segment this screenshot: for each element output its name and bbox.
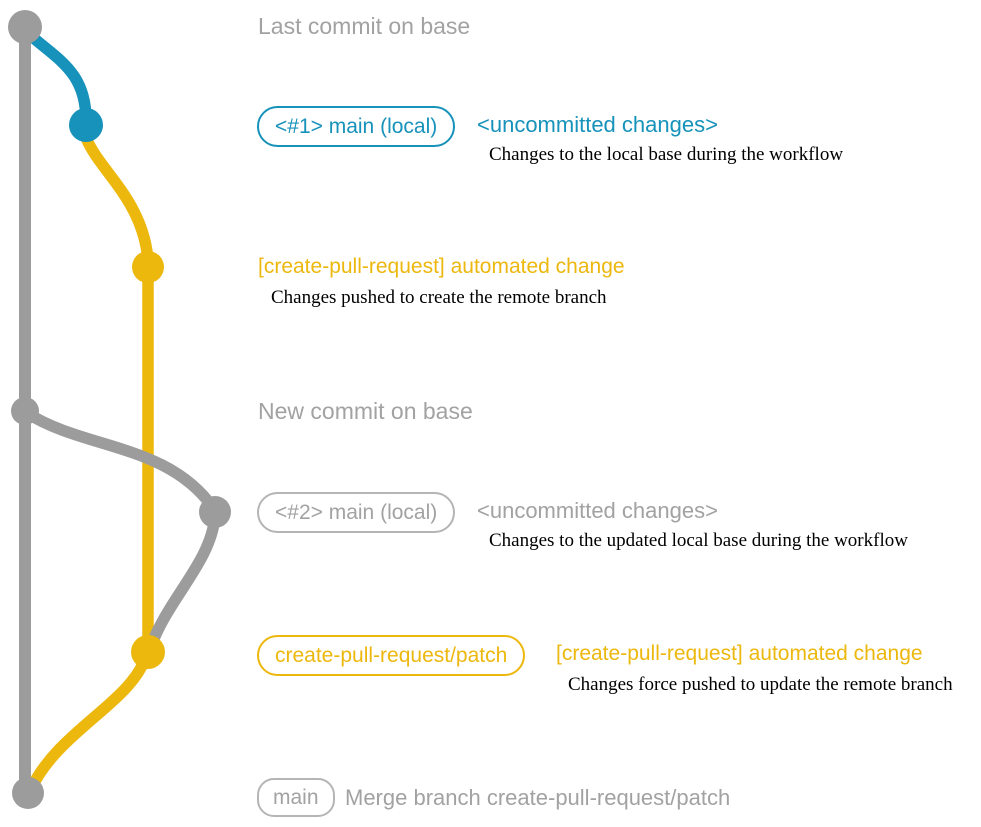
commit-local-main-2 — [199, 496, 231, 528]
patch-merge-curve — [25, 650, 152, 795]
note-changes-pushed: Changes pushed to create the remote bran… — [271, 287, 607, 308]
commit-automated-change-1 — [132, 251, 164, 283]
new-base-fetch-curve — [21, 407, 220, 515]
commit-message-automated-change-1: [create-pull-request] automated change — [258, 255, 625, 278]
note-updated-local-base-changes: Changes to the updated local base during… — [489, 530, 908, 551]
branch-pill-main: main — [257, 778, 335, 818]
heading-new-commit-on-base: New commit on base — [258, 398, 473, 424]
commit-last-on-base — [8, 10, 42, 44]
local-base-curve — [23, 28, 92, 129]
rebase-curve — [144, 510, 221, 655]
patch-create-curve — [81, 134, 154, 266]
git-graph-svg — [8, 10, 231, 809]
branch-pill-main-local-1: <#1> main (local) — [257, 106, 456, 148]
branch-pill-create-pull-request-patch: create-pull-request/patch — [257, 635, 526, 677]
commit-message-merge: Merge branch create-pull-request/patch — [345, 785, 731, 810]
note-changes-force-pushed: Changes force pushed to update the remot… — [568, 674, 953, 695]
commit-message-uncommitted-2: <uncommitted changes> — [477, 498, 718, 523]
commit-local-main-1 — [69, 108, 103, 142]
note-local-base-changes: Changes to the local base during the wor… — [489, 144, 844, 165]
commit-new-on-base — [11, 397, 39, 425]
commit-message-uncommitted-1: <uncommitted changes> — [477, 112, 718, 137]
commit-message-automated-change-2: [create-pull-request] automated change — [556, 642, 923, 665]
commit-merge — [12, 777, 44, 809]
branch-pill-main-local-2: <#2> main (local) — [257, 492, 456, 534]
heading-last-commit-on-base: Last commit on base — [258, 13, 471, 39]
commit-automated-change-2 — [131, 635, 165, 669]
